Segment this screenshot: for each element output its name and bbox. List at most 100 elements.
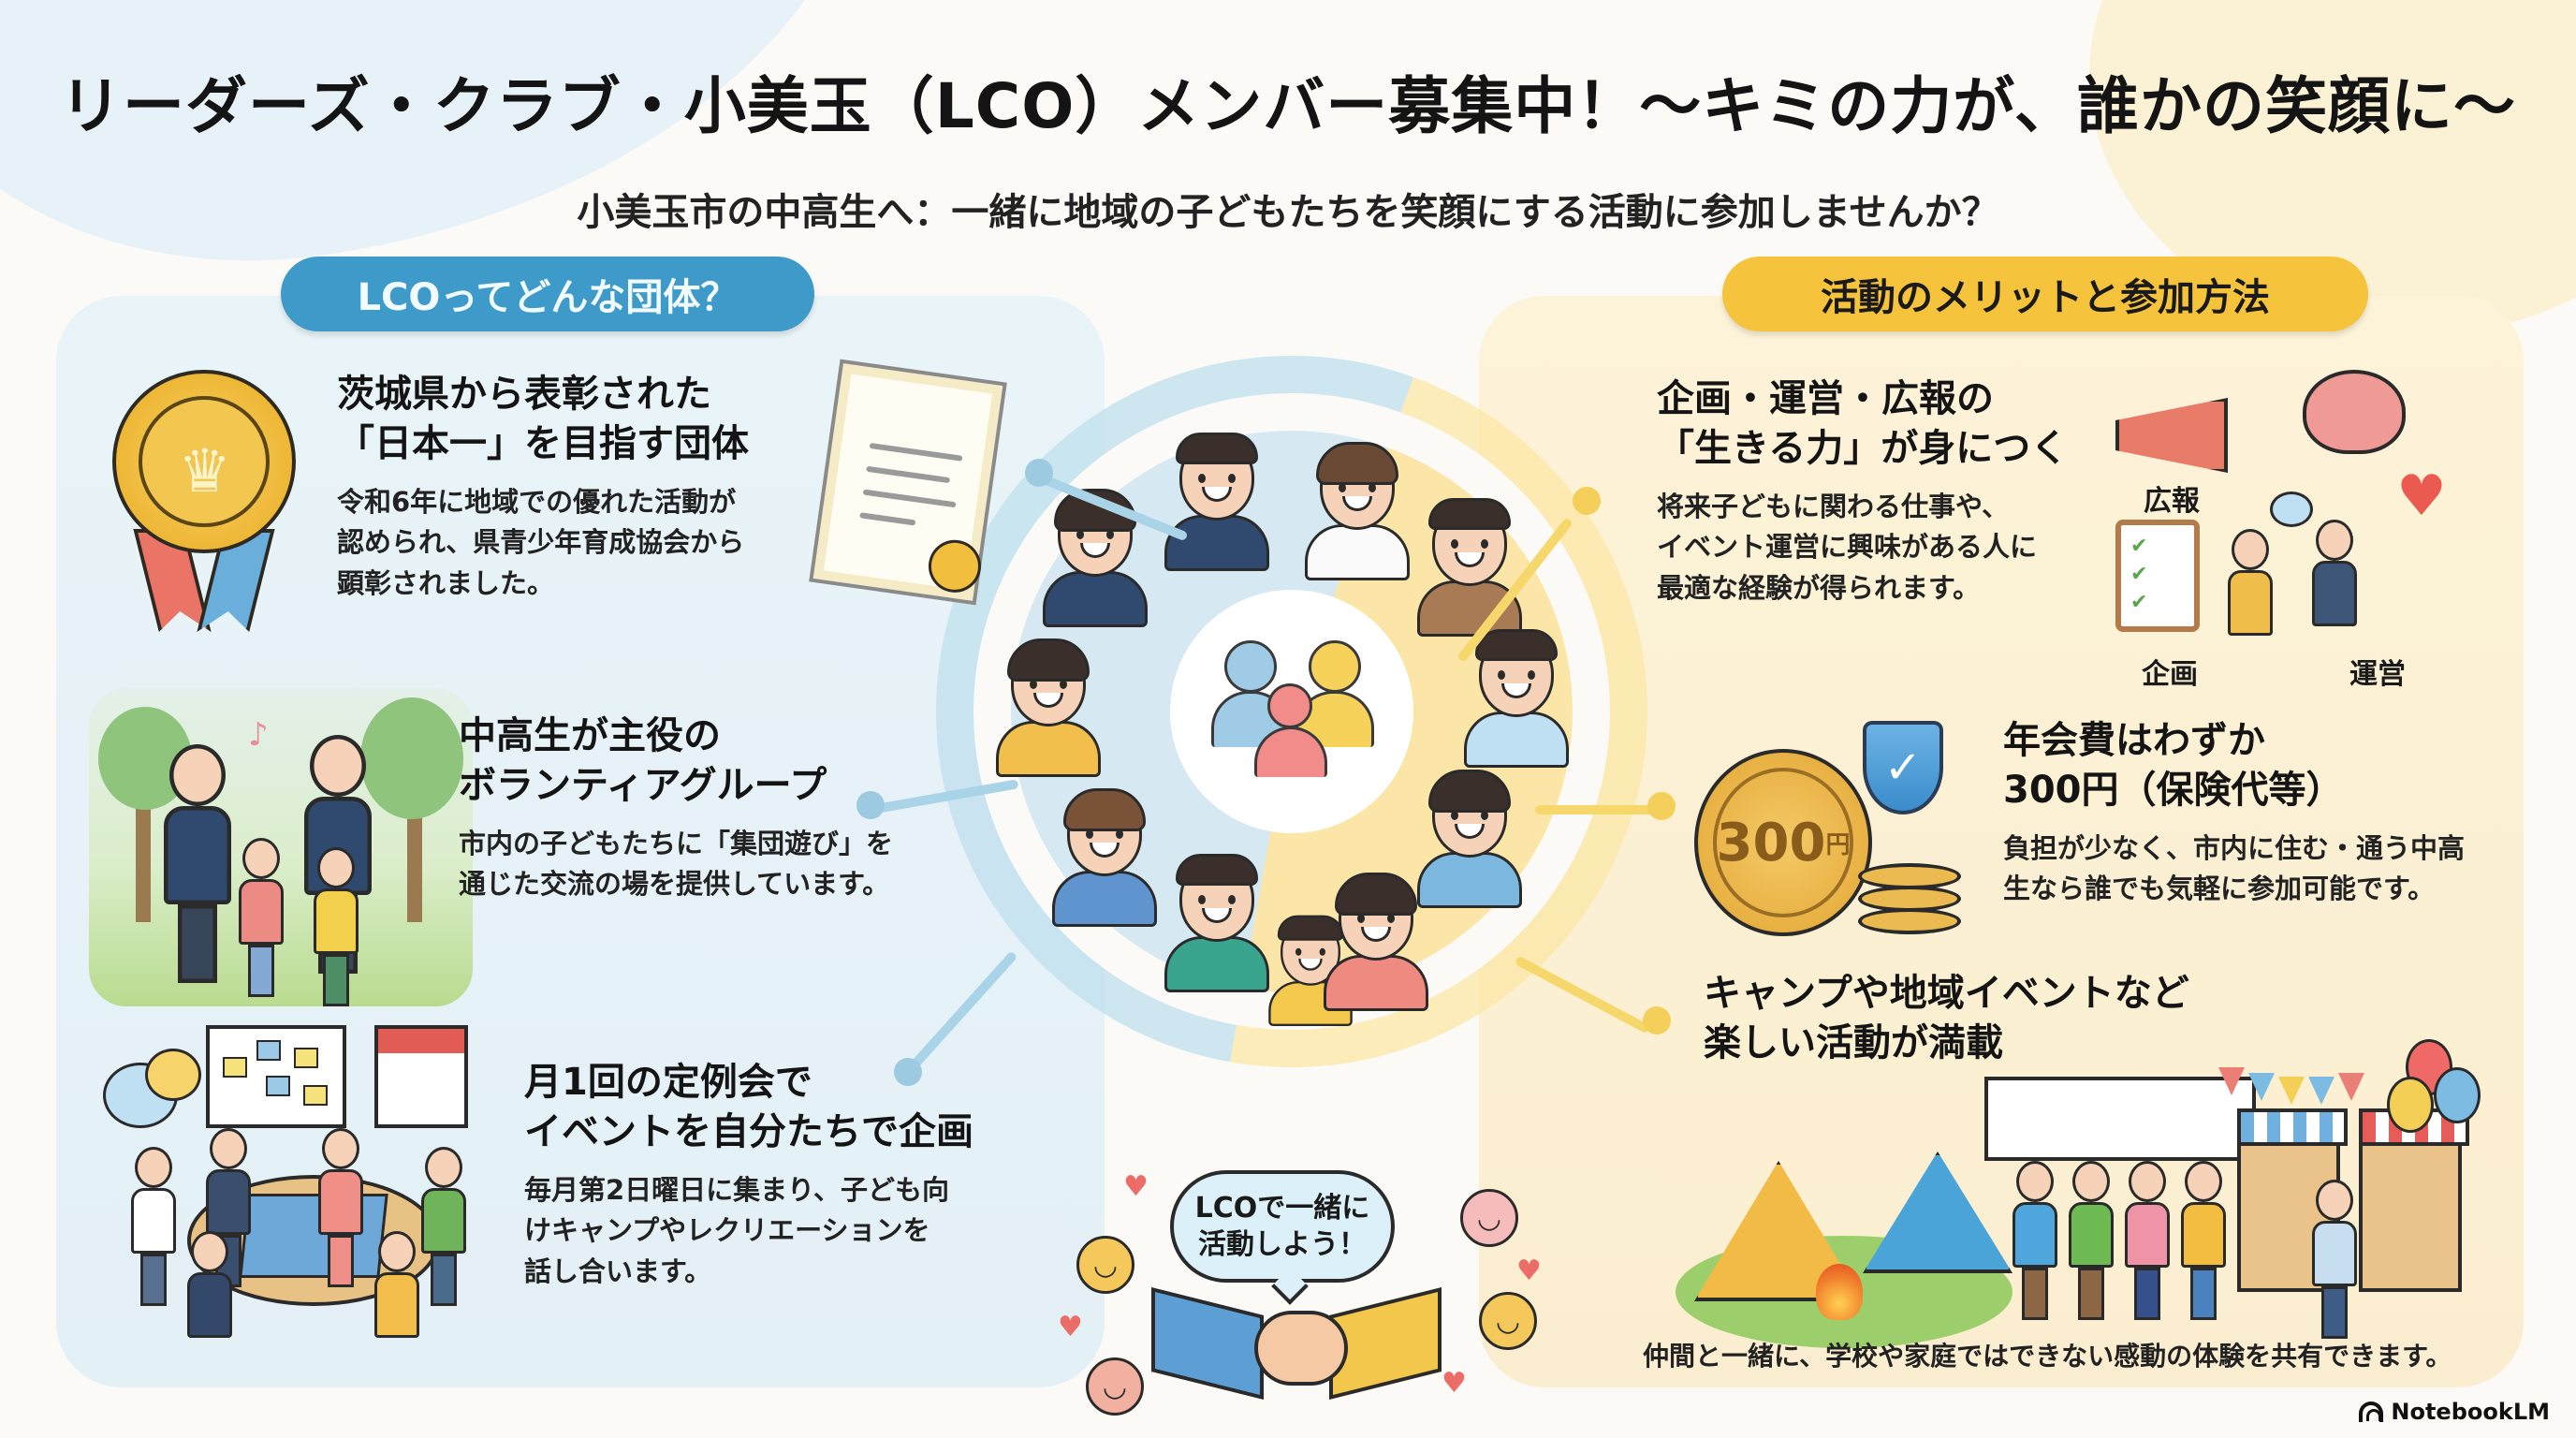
- event-member: [2125, 1161, 2170, 1320]
- operator-figure: [2312, 520, 2357, 679]
- title-line: ボランティアグループ: [459, 763, 827, 807]
- stall-icon: [2359, 1108, 2469, 1292]
- connector-node: [894, 1058, 922, 1086]
- smiley-figures-icon: [1208, 637, 1376, 777]
- child-girl-figure: [239, 838, 284, 997]
- item-volunteer-title: 中高生が主役の ボランティアグループ: [459, 712, 983, 811]
- person-girl-pink: [1320, 873, 1432, 1011]
- gold-medal-icon: ♛: [112, 370, 318, 641]
- smiley-icon: ◡: [1479, 1292, 1537, 1350]
- handshake-icon: [1254, 1311, 1348, 1386]
- person-girl-yellow: [992, 638, 1105, 777]
- calendar-icon: [374, 1025, 468, 1128]
- whiteboard-icon: [206, 1025, 346, 1128]
- clipboard-checklist-icon: ✔ ✔ ✔: [2115, 520, 2200, 632]
- body-line: イベント運営に興味がある人に: [1657, 531, 2038, 564]
- notebooklm-branding: NotebookLM: [2359, 1399, 2550, 1425]
- title-line: 300円（保険代等）: [2003, 768, 2344, 812]
- notebooklm-logo-icon: [2359, 1401, 2384, 1422]
- call-to-action-handshake: LCOで一緒に 活動しよう！ ◡ ◡ ◡ ◡ ♥ ♥ ♥ ♥: [1048, 1152, 1573, 1423]
- person-boy-lightblue: [1460, 629, 1573, 768]
- meeting-member: [421, 1147, 466, 1306]
- connector-node: [1025, 459, 1053, 487]
- item-fee-title: 年会費はわずか 300円（保険代等）: [2003, 716, 2509, 815]
- item-volunteer-body: 市内の子どもたちに「集団遊び」を 通じた交流の場を提供しています。: [459, 824, 983, 905]
- crown-icon: ♛: [178, 437, 232, 506]
- body-line: 通じた交流の場を提供しています。: [459, 868, 890, 901]
- meeting-member: [131, 1147, 176, 1306]
- bunting-flag: [2248, 1073, 2275, 1101]
- bunting-flag: [2338, 1073, 2364, 1101]
- body-line: 令和6年に地域での優れた活動が: [337, 485, 737, 518]
- seal-icon: [925, 536, 985, 596]
- title-line: 中高生が主役の: [459, 714, 721, 757]
- title-line: 年会費はわずか: [2003, 719, 2265, 762]
- body-line: 毎月第2日曜日に集まり、子ども向: [524, 1173, 950, 1206]
- smiley-icon: ◡: [1076, 1236, 1134, 1294]
- heart-icon: ♥: [1442, 1367, 1467, 1400]
- students-playing-illustration: ♪: [89, 688, 473, 1006]
- heart-icon: ♥: [1058, 1311, 1083, 1343]
- coin-stack-icon: [1858, 886, 1961, 912]
- speech-bubble-icon: [145, 1049, 201, 1101]
- bunting-flag: [2278, 1077, 2305, 1105]
- person-student-girl: [1039, 489, 1151, 627]
- speech-line: LCOで一緒に: [1194, 1192, 1370, 1225]
- campfire-icon: [1816, 1264, 1863, 1320]
- brain-icon: [2303, 370, 2406, 454]
- label-pr: 広報: [2144, 485, 2200, 518]
- item-award-title: 茨城県から表彰された 「日本一」を目指す団体: [337, 370, 824, 469]
- event-member: [2069, 1161, 2114, 1320]
- item-award-body: 令和6年に地域での優れた活動が 認められ、県青少年育成協会から 顕彰されました。: [337, 482, 824, 605]
- item-activities-title: キャンプや地域イベントなど 楽しい活動が満載: [1704, 969, 2359, 1068]
- page-header: リーダーズ・クラブ・小美玉（LCO）メンバー募集中！〜キミの力が、誰かの笑顔に〜…: [0, 56, 2576, 236]
- coin-stack-icon: [1858, 863, 1961, 889]
- person-girl-overalls: [1048, 788, 1161, 927]
- body-line: けキャンプやレクリエーションを: [524, 1214, 930, 1247]
- certificate-icon: [809, 359, 1007, 606]
- body-line: 将来子どもに関わる仕事や、: [1657, 490, 2010, 522]
- item-monthly-meeting: 月1回の定例会で イベントを自分たちで企画 毎月第2日曜日に集まり、子ども向 け…: [524, 1058, 1011, 1292]
- title-line: 茨城県から表彰された: [337, 373, 711, 416]
- bunting-flag: [2218, 1067, 2245, 1095]
- page-title: リーダーズ・クラブ・小美玉（LCO）メンバー募集中！〜キミの力が、誰かの笑顔に〜: [60, 70, 2516, 142]
- body-line: 最適な経験が得られます。: [1657, 571, 1981, 604]
- meeting-member: [206, 1128, 251, 1287]
- item-monthly-meeting-title: 月1回の定例会で イベントを自分たちで企画: [524, 1058, 1011, 1157]
- shield-check-icon: ✓: [1863, 721, 1943, 814]
- item-monthly-meeting-body: 毎月第2日曜日に集まり、子ども向 けキャンプやレクリエーションを 話し合います。: [524, 1170, 1011, 1293]
- heart-icon: ♥: [2396, 463, 2447, 529]
- title-line: 月1回の定例会で: [524, 1061, 812, 1104]
- coin-amount: 300: [1716, 812, 1826, 873]
- person-woman-blue: [1413, 770, 1526, 908]
- bunting-flag: [2308, 1077, 2334, 1105]
- camp-event-illustration: [1676, 1039, 2481, 1348]
- item-fee-body: 負担が少なく、市内に住む・通う中高 生なら誰でも気軽に参加可能です。: [2003, 829, 2509, 910]
- smiley-icon: ◡: [1460, 1189, 1518, 1247]
- person-man-teal: [1161, 854, 1273, 992]
- chat-bubble-icon: [2270, 492, 2313, 527]
- item-life-skills-title: 企画・運営・広報の 「生きる力」が身につく: [1657, 374, 2144, 474]
- body-line: 話し合います。: [524, 1255, 712, 1287]
- page-subtitle: 小美玉市の中高生へ：一緒に地域の子どもたちを笑顔にする活動に参加しませんか？: [577, 191, 1999, 234]
- title-line: 「日本一」を目指す団体: [337, 421, 749, 465]
- coin-stack-icon: [1858, 908, 1961, 934]
- person-boy-brown: [1413, 498, 1526, 637]
- meeting-member: [374, 1231, 419, 1390]
- item-life-skills-body: 将来子どもに関わる仕事や、 イベント運営に興味がある人に 最適な経験が得られます…: [1657, 487, 2144, 609]
- title-line: 楽しい活動が満載: [1704, 1020, 2003, 1064]
- speech-line: 活動しよう！: [1198, 1228, 1367, 1261]
- title-line: 企画・運営・広報の: [1657, 377, 1994, 420]
- map-icon: [239, 1194, 388, 1278]
- center-community-illustration: [936, 356, 1647, 1067]
- body-line: 認められ、県青少年育成協会から: [337, 526, 745, 559]
- sleeve-blue: [1151, 1287, 1264, 1400]
- connector-node: [1643, 1006, 1671, 1034]
- label-operation: 運営: [2349, 658, 2406, 691]
- planner-figure: [2228, 529, 2273, 688]
- person-student-boy: [1161, 433, 1273, 571]
- tent-icon: [1863, 1152, 2012, 1273]
- activities-caption: 仲間と一緒に、学校や家庭ではできない感動の体験を共有できます。: [1643, 1341, 2452, 1372]
